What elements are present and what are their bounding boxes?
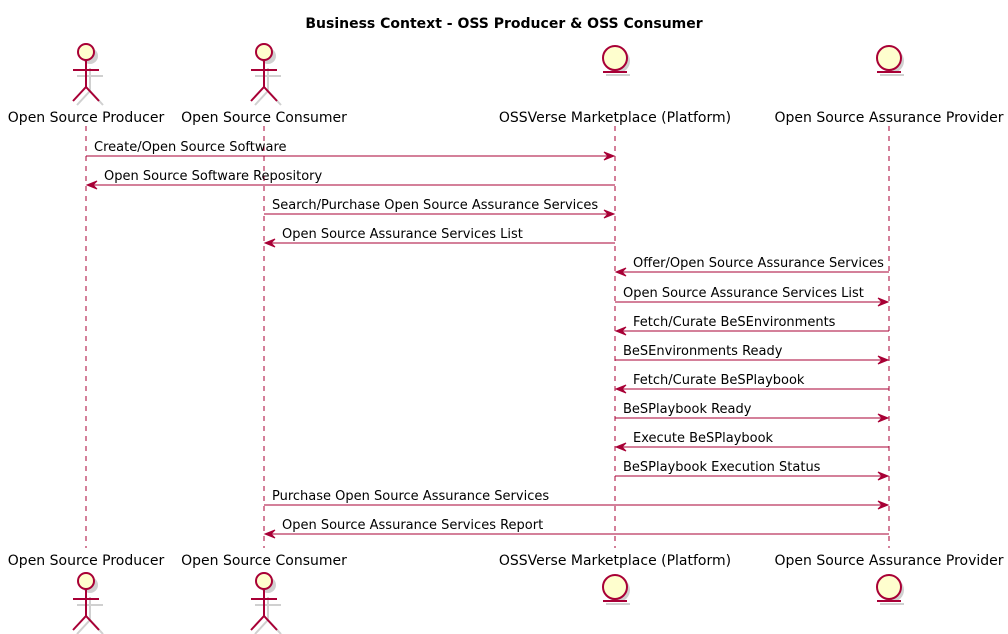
consumer-top-actor-icon bbox=[250, 43, 282, 106]
arrowhead bbox=[877, 500, 890, 510]
message-3: Search/Purchase Open Source Assurance Se… bbox=[264, 198, 616, 219]
arrowhead bbox=[614, 442, 627, 452]
arrowhead bbox=[263, 238, 276, 248]
participant-label-provider-top: Open Source Assurance Provider bbox=[774, 110, 1003, 126]
arrowhead bbox=[85, 180, 98, 190]
message-13: Purchase Open Source Assurance Services bbox=[264, 489, 890, 510]
message-7: Fetch/Curate BeSEnvironments bbox=[614, 315, 889, 336]
message-9: Fetch/Curate BeSPlaybook bbox=[614, 373, 889, 394]
message-label: BeSEnvironments Ready bbox=[623, 344, 783, 359]
producer-bottom-actor-icon bbox=[72, 572, 104, 634]
arrowhead bbox=[877, 413, 890, 423]
message-8: BeSEnvironments Ready bbox=[615, 344, 890, 365]
arrowhead bbox=[614, 384, 627, 394]
provider-bottom-entity-icon bbox=[876, 574, 904, 605]
message-label: Fetch/Curate BeSEnvironments bbox=[633, 315, 836, 330]
message-label: Offer/Open Source Assurance Services bbox=[633, 256, 884, 271]
message-2: Open Source Software Repository bbox=[85, 169, 615, 190]
message-4: Open Source Assurance Services List bbox=[263, 227, 615, 248]
participant-label-platform-top: OSSVerse Marketplace (Platform) bbox=[499, 110, 731, 126]
message-12: BeSPlaybook Execution Status bbox=[615, 460, 890, 481]
message-14: Open Source Assurance Services Report bbox=[263, 518, 889, 539]
message-label: Fetch/Curate BeSPlaybook bbox=[633, 373, 805, 388]
arrowhead bbox=[877, 471, 890, 481]
participants-top: Open Source Producer Open Source Consumer… bbox=[8, 43, 1004, 126]
participant-label-producer-top: Open Source Producer bbox=[8, 110, 165, 126]
message-10: BeSPlaybook Ready bbox=[615, 402, 890, 423]
platform-top-entity-icon bbox=[602, 45, 630, 76]
arrowhead bbox=[877, 297, 890, 307]
producer-top-actor-icon bbox=[72, 43, 104, 106]
arrowhead bbox=[614, 267, 627, 277]
message-label: Purchase Open Source Assurance Services bbox=[272, 489, 549, 504]
consumer-bottom-actor-icon bbox=[250, 572, 282, 634]
lifelines bbox=[85, 126, 890, 548]
message-label: Open Source Assurance Services List bbox=[282, 227, 523, 242]
message-label: Open Source Assurance Services List bbox=[623, 286, 864, 301]
message-label: Execute BeSPlaybook bbox=[633, 431, 774, 446]
arrowhead bbox=[263, 529, 276, 539]
message-label: Open Source Assurance Services Report bbox=[282, 518, 543, 533]
message-label: Search/Purchase Open Source Assurance Se… bbox=[272, 198, 598, 213]
participant-label-consumer-top: Open Source Consumer bbox=[181, 110, 347, 126]
message-5: Offer/Open Source Assurance Services bbox=[614, 256, 889, 277]
arrowhead bbox=[603, 151, 616, 161]
arrowhead bbox=[614, 326, 627, 336]
participant-label-platform-bottom: OSSVerse Marketplace (Platform) bbox=[499, 553, 731, 569]
participant-label-consumer-bottom: Open Source Consumer bbox=[181, 553, 347, 569]
arrowhead bbox=[603, 209, 616, 219]
participant-label-provider-bottom: Open Source Assurance Provider bbox=[774, 553, 1003, 569]
platform-bottom-entity-icon bbox=[602, 574, 630, 605]
participant-label-producer-bottom: Open Source Producer bbox=[8, 553, 165, 569]
message-label: Open Source Software Repository bbox=[104, 169, 323, 184]
participants-bottom: Open Source Producer Open Source Consumer… bbox=[8, 553, 1004, 634]
message-6: Open Source Assurance Services List bbox=[615, 286, 890, 307]
message-1: Create/Open Source Software bbox=[86, 140, 616, 161]
message-label: BeSPlaybook Execution Status bbox=[623, 460, 821, 475]
message-label: BeSPlaybook Ready bbox=[623, 402, 752, 417]
arrowhead bbox=[877, 355, 890, 365]
provider-top-entity-icon bbox=[876, 45, 904, 76]
message-11: Execute BeSPlaybook bbox=[614, 431, 889, 452]
message-label: Create/Open Source Software bbox=[94, 140, 287, 155]
diagram-title: Business Context - OSS Producer & OSS Co… bbox=[305, 16, 702, 32]
